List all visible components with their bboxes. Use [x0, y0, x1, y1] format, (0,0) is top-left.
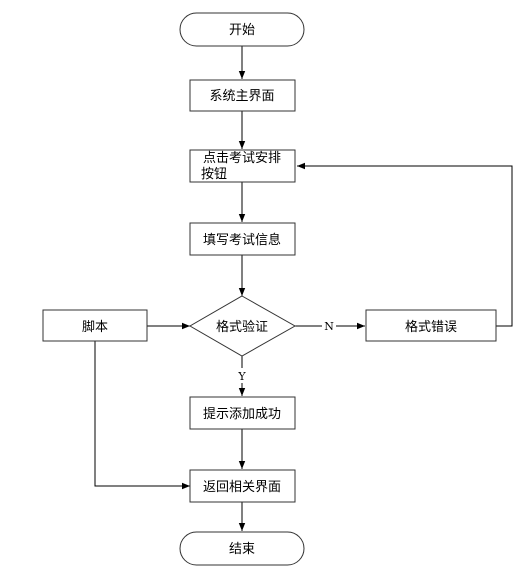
node-prompt-add-success-box: [189, 396, 296, 430]
node-return-related-ui: 返回相关界面: [189, 469, 296, 503]
node-format-error-box: [365, 309, 497, 342]
node-click-exam-button-box: [189, 149, 296, 183]
node-click-exam-button-label-line1: 点击考试安排: [203, 151, 281, 166]
node-end-label: 结束: [229, 542, 255, 557]
node-start-terminator: [179, 12, 305, 47]
node-end: 结束: [179, 531, 305, 566]
node-script-label: 脚本: [82, 319, 108, 335]
node-click-exam-button: 点击考试安排 按钮: [189, 149, 296, 183]
flowchart-nodes: 开始 系统主界面 点击考试安排 按钮 填写考试信息 格式验证 格式错误 脚本: [42, 12, 497, 566]
node-click-exam-button-label-line2: 按钮: [201, 167, 227, 182]
node-main-ui-box: [189, 79, 296, 112]
node-start-label: 开始: [229, 23, 255, 38]
edge-labels: N Y: [235, 318, 336, 383]
node-script: 脚本: [42, 309, 148, 342]
node-format-check-label: 格式验证: [216, 319, 268, 335]
node-fill-exam-info: 填写考试信息: [189, 222, 296, 256]
node-start: 开始: [179, 12, 305, 47]
edge-label-yes: Y: [237, 370, 246, 383]
edge-format-error-back-to-click-button: [297, 162, 513, 327]
node-prompt-add-success-label: 提示添加成功: [203, 406, 281, 422]
node-format-error: 格式错误: [365, 309, 497, 342]
node-format-check-diamond: [188, 295, 297, 357]
node-return-related-ui-label: 返回相关界面: [203, 480, 281, 495]
node-fill-exam-info-label: 填写考试信息: [203, 232, 281, 248]
node-script-box: [42, 309, 148, 342]
node-prompt-add-success: 提示添加成功: [189, 396, 296, 430]
node-format-check: 格式验证: [188, 295, 297, 357]
edge-label-no-bg: [322, 318, 336, 333]
node-main-ui: 系统主界面: [189, 79, 296, 112]
node-end-terminator: [179, 531, 305, 566]
edge-label-yes-bg: [235, 368, 249, 383]
edge-script-to-return: [94, 341, 190, 490]
node-format-error-label: 格式错误: [405, 319, 457, 335]
node-main-ui-label: 系统主界面: [209, 89, 274, 104]
edge-label-no: N: [324, 320, 334, 333]
node-return-related-ui-box: [189, 469, 296, 503]
node-fill-exam-info-box: [189, 222, 296, 256]
flowchart-edges: [94, 46, 513, 531]
